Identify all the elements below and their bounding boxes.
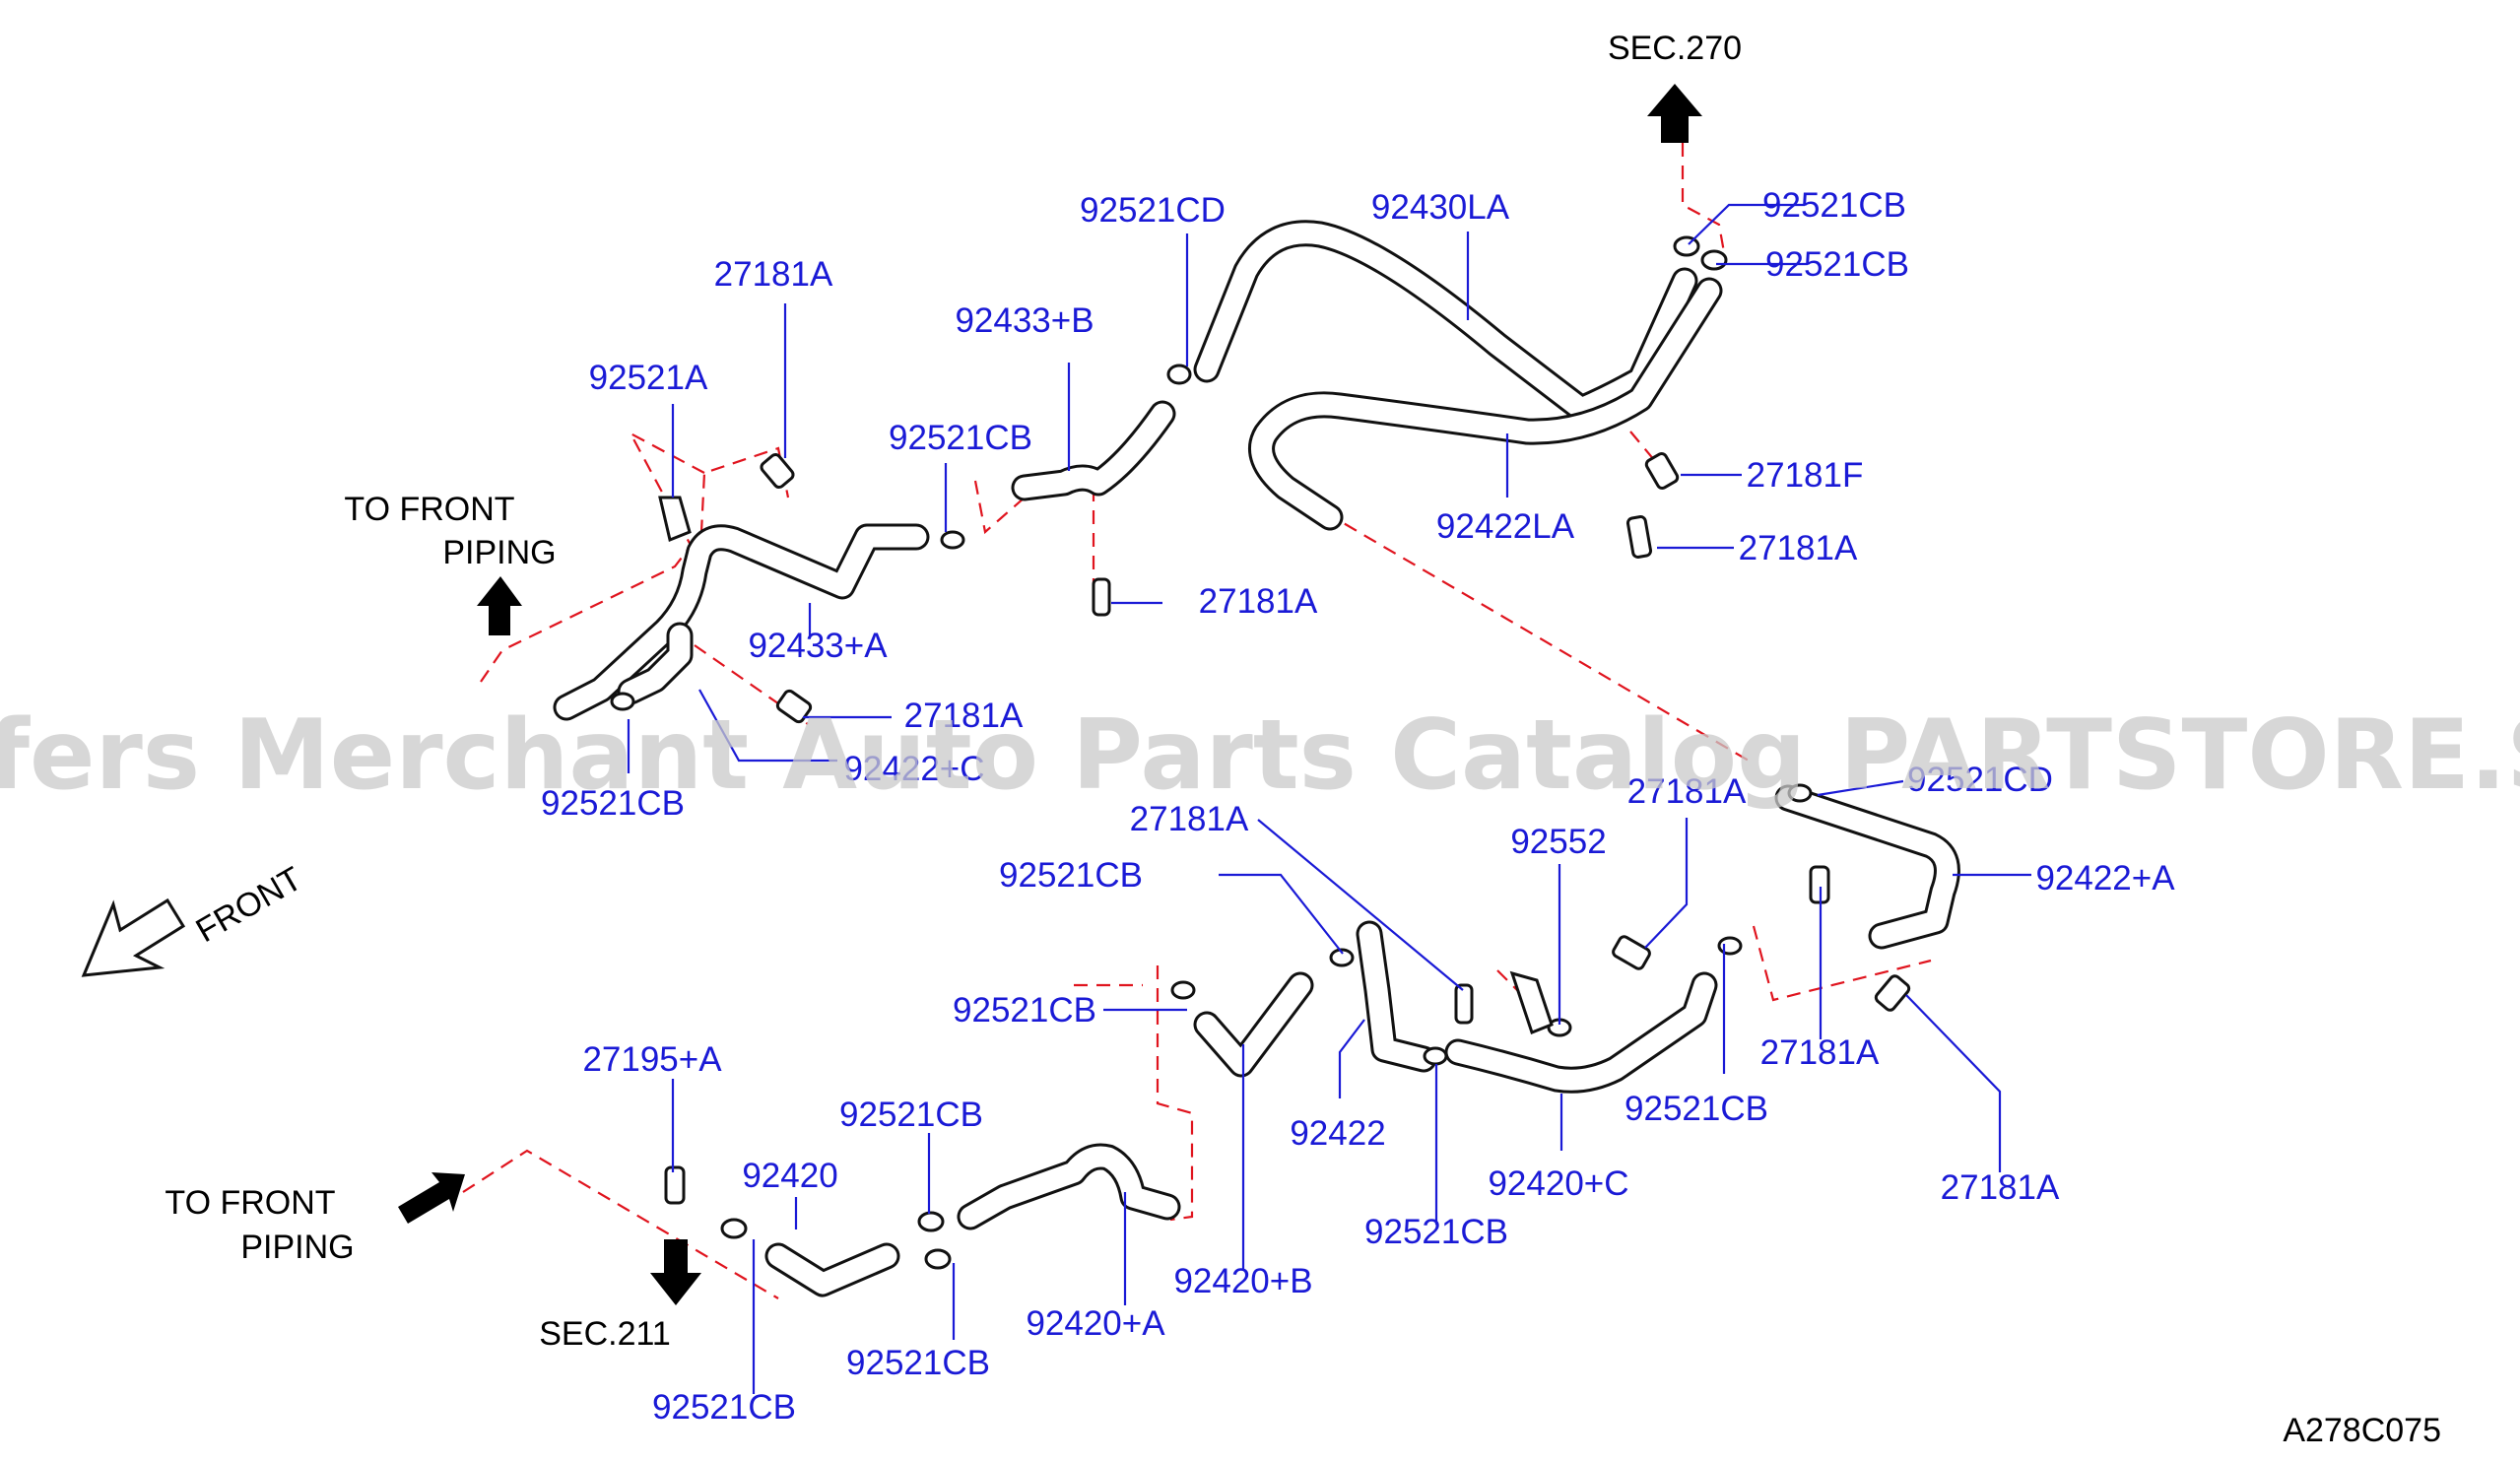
callout-label: 92422+C — [843, 750, 984, 788]
hose-92420-b — [1193, 971, 1314, 1078]
hose-92420-a — [957, 1143, 1181, 1230]
to-front-piping-label-upper-line1: TO FRONT — [344, 491, 514, 528]
callout-label: 92521CD — [1907, 761, 2053, 799]
callout-label: 92521CB — [652, 1388, 796, 1427]
clamp-parts — [610, 235, 1911, 1270]
front-label: FRONT — [190, 860, 308, 950]
hose-92422-a — [1774, 784, 1960, 950]
callout-label: 92433+B — [955, 301, 1094, 340]
callout-label: 92521CB — [1625, 1090, 1768, 1128]
callout-label: 27181A — [1760, 1033, 1880, 1072]
watermark-text: Offers Merchant Auto Parts Catalog PARTS… — [0, 699, 2520, 812]
hose-92433-a — [553, 523, 930, 721]
callout-label: 27181F — [1747, 456, 1864, 495]
sec-211-label: SEC.211 — [539, 1315, 671, 1353]
callout-label: 92521CB — [999, 856, 1143, 895]
hose-92422 — [1356, 920, 1437, 1073]
to-front-piping-label-lower-line2: PIPING — [240, 1229, 354, 1266]
callout-label: 92521CB — [1762, 186, 1906, 225]
to-front-piping-label-upper-line2: PIPING — [442, 534, 556, 571]
callout-label: 92552 — [1510, 823, 1606, 861]
callout-label: 92420+A — [1026, 1304, 1165, 1343]
callout-label: 27181A — [1941, 1168, 2060, 1207]
callout-label: 92521CB — [1364, 1213, 1508, 1251]
callout-label: 27181A — [1739, 529, 1858, 567]
hose-92430la — [1193, 220, 1698, 423]
callout-label: 27181A — [904, 697, 1024, 735]
hose-92422la — [1248, 277, 1723, 531]
callout-label: 92521CB — [846, 1344, 990, 1382]
callout-label: 92521A — [589, 359, 708, 397]
callout-label: 92420+B — [1173, 1262, 1312, 1300]
callout-label: 27195+A — [582, 1040, 722, 1079]
leader-lines — [627, 203, 2031, 1394]
sec-270-arrow — [1647, 84, 1702, 143]
callout-label: 92521CD — [1080, 191, 1226, 230]
hose-92420-c — [1444, 971, 1718, 1094]
callout-label: 92422 — [1290, 1114, 1385, 1153]
sec-270-label: SEC.270 — [1608, 30, 1742, 67]
callout-label: 92420+C — [1488, 1164, 1628, 1203]
callout-label: 92420 — [742, 1157, 837, 1195]
hose-92420 — [764, 1242, 900, 1297]
callout-label: 27181A — [1627, 772, 1747, 811]
callout-label: 92521CB — [889, 419, 1032, 457]
callout-label: 92521CB — [1765, 245, 1909, 284]
front-direction-arrow — [81, 897, 186, 977]
callout-label: 92422LA — [1436, 507, 1575, 546]
hose-92422-c — [617, 622, 694, 705]
callout-label: 27181A — [714, 255, 833, 294]
sec-211-arrow — [650, 1239, 701, 1305]
callout-label: 27181A — [1130, 800, 1249, 838]
callout-label: 92521CB — [953, 991, 1096, 1030]
callout-label: 27181A — [1199, 582, 1318, 621]
to-front-piping-arrow-upper — [477, 576, 522, 635]
callout-label: 92433+A — [748, 627, 888, 665]
callout-label: 92422+A — [2035, 859, 2175, 897]
callout-label: 92430LA — [1371, 188, 1510, 227]
callout-labels: 92521CB 92521CB 92430LA 92521CD 92433+B … — [541, 186, 2175, 1427]
callout-label: 92521CB — [839, 1096, 983, 1134]
diagram-code: A278C075 — [2283, 1412, 2441, 1449]
callout-label: 92521CB — [541, 784, 685, 823]
to-front-piping-label-lower-line1: TO FRONT — [165, 1184, 335, 1222]
hose-92433-b — [1011, 400, 1176, 501]
to-front-piping-arrow-lower — [398, 1172, 465, 1224]
